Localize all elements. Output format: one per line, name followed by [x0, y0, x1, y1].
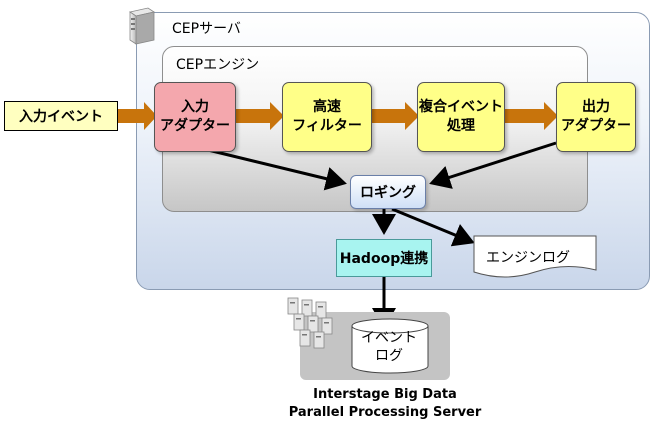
filter-box: 高速 フィルター: [282, 82, 372, 152]
input-event-box: 入力イベント: [4, 101, 118, 131]
flow-arrow-filter: [236, 102, 284, 130]
engine-log-label: エンジンログ: [486, 250, 570, 266]
flow-arrow-input: [118, 102, 157, 130]
flow-arrow-output: [505, 102, 558, 130]
output-adapter-box: 出力 アダプター: [556, 82, 636, 152]
storage-caption: Interstage Big Data Parallel Processing …: [288, 387, 482, 420]
arrow-output-to-logging: [429, 141, 557, 189]
arrow-input-to-logging: [207, 148, 347, 191]
complex-event-box: 複合イベント 処理: [417, 82, 505, 152]
engine-log-document: [473, 235, 597, 278]
server-cluster-icon: [287, 297, 333, 349]
server-icon: [128, 7, 156, 45]
arrow-logging-to-engine-log: [391, 207, 475, 247]
server-title: CEPサーバ: [172, 21, 241, 37]
event-log-cylinder: [351, 318, 429, 374]
event-log-label: イベント ログ: [361, 330, 417, 364]
flow-arrow-complex: [372, 102, 419, 130]
logging-box: ロギング: [350, 175, 426, 209]
input-adapter-box: 入力 アダプター: [154, 82, 236, 152]
engine-title: CEPエンジン: [176, 57, 260, 73]
hadoop-box: Hadoop連携: [336, 239, 432, 277]
